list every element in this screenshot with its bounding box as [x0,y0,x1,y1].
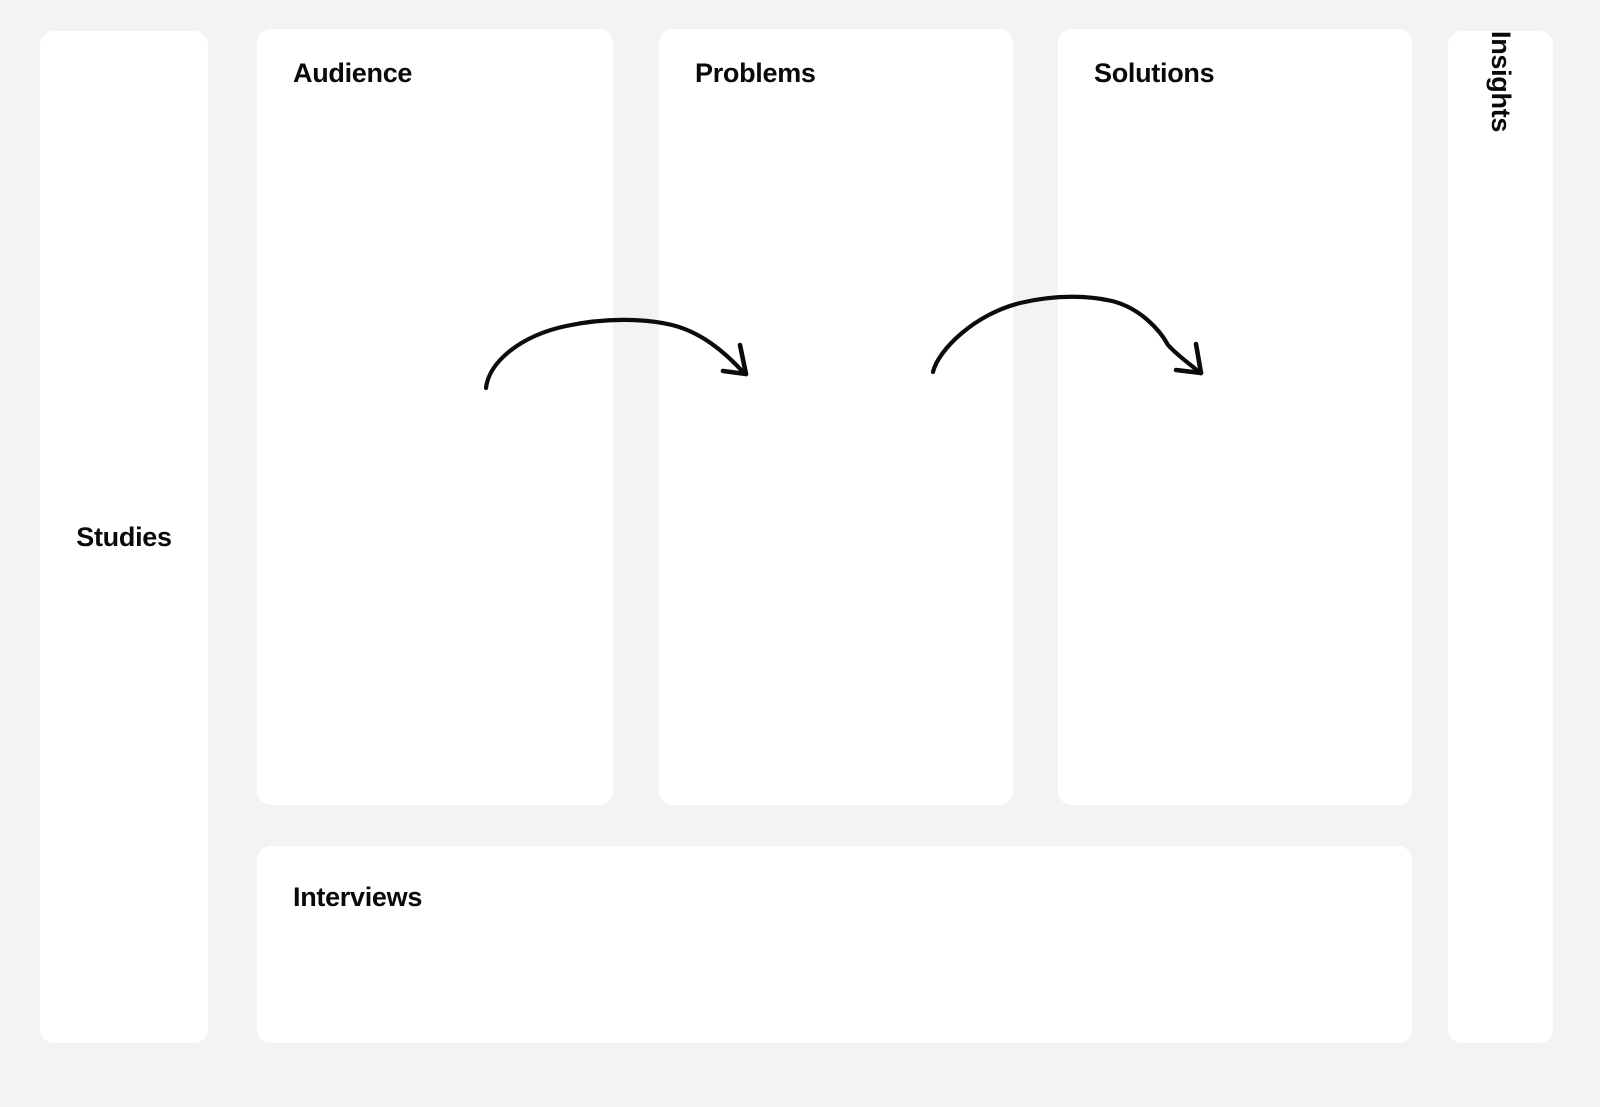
panel-audience[interactable]: Audience [257,29,613,805]
panel-solutions[interactable]: Solutions [1058,29,1412,805]
panel-insights-title-text: Insights [1486,31,1516,133]
panel-problems[interactable]: Problems [659,29,1013,805]
panel-studies[interactable]: Studies [40,31,208,1043]
panel-interviews[interactable]: Interviews [257,846,1412,1043]
panel-audience-title: Audience [293,58,413,88]
panel-studies-title: Studies [76,522,172,552]
panel-interviews-title: Interviews [293,882,423,912]
panel-insights[interactable]: Insights [1448,31,1553,1043]
panel-problems-title: Problems [695,58,816,88]
panel-insights-title: Insights [1448,31,1553,132]
panel-solutions-title: Solutions [1094,58,1215,88]
